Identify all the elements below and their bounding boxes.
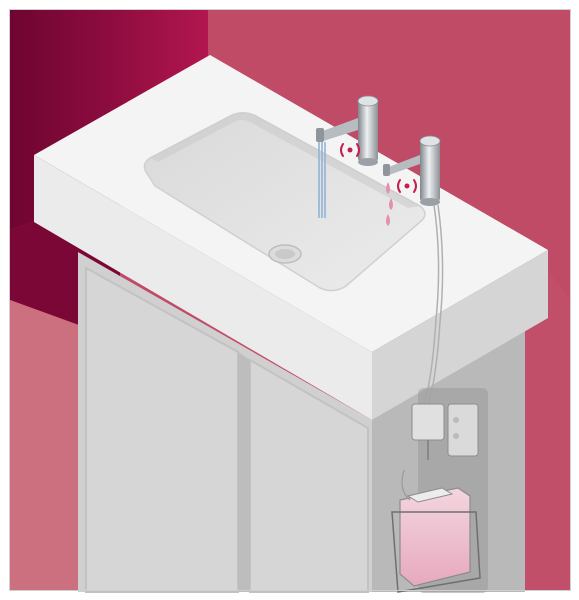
drain-inner bbox=[275, 249, 295, 259]
cabinet-door-gap bbox=[238, 352, 250, 592]
